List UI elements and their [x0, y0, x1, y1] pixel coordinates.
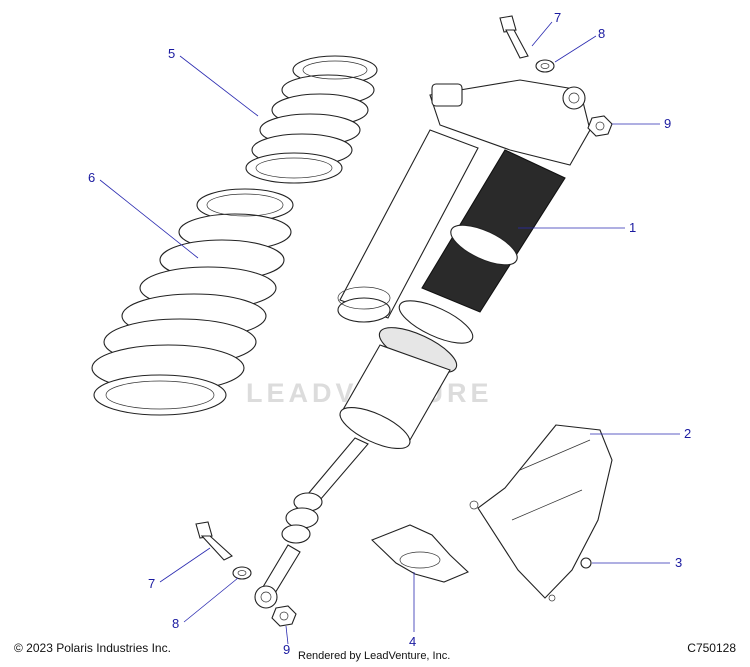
upper-bolt [499, 15, 529, 59]
upper-washer [535, 59, 555, 73]
guard-screw [580, 557, 592, 569]
copyright-text: © 2023 Polaris Industries Inc. [14, 641, 171, 655]
callout-6: 6 [88, 170, 95, 185]
lower-washer [232, 566, 252, 580]
shock-guard [469, 424, 613, 602]
guard-bracket [370, 524, 469, 583]
callout-3: 3 [675, 555, 682, 570]
callout-9-upper: 9 [664, 116, 671, 131]
reservoir [337, 129, 479, 323]
upper-nut [587, 115, 613, 137]
lower-nut [271, 605, 297, 627]
lower-coil-spring [91, 188, 294, 416]
callout-1: 1 [629, 220, 636, 235]
callout-9-lower: 9 [283, 642, 290, 657]
callout-8-lower: 8 [172, 616, 179, 631]
callout-5: 5 [168, 46, 175, 61]
drawing-number: C750128 [687, 641, 736, 655]
lower-bolt [195, 521, 233, 561]
rendered-by-text: Rendered by LeadVenture, Inc. [298, 650, 451, 662]
callout-2: 2 [684, 426, 691, 441]
callouts: 1 2 3 4 5 6 7 7 8 8 9 9 [88, 10, 691, 657]
leader-lines [99, 21, 680, 645]
callout-7-lower: 7 [148, 576, 155, 591]
shock-body [254, 79, 591, 609]
callout-7-upper: 7 [554, 10, 561, 25]
upper-coil-spring [245, 55, 378, 184]
callout-4: 4 [409, 634, 416, 649]
callout-8-upper: 8 [598, 26, 605, 41]
